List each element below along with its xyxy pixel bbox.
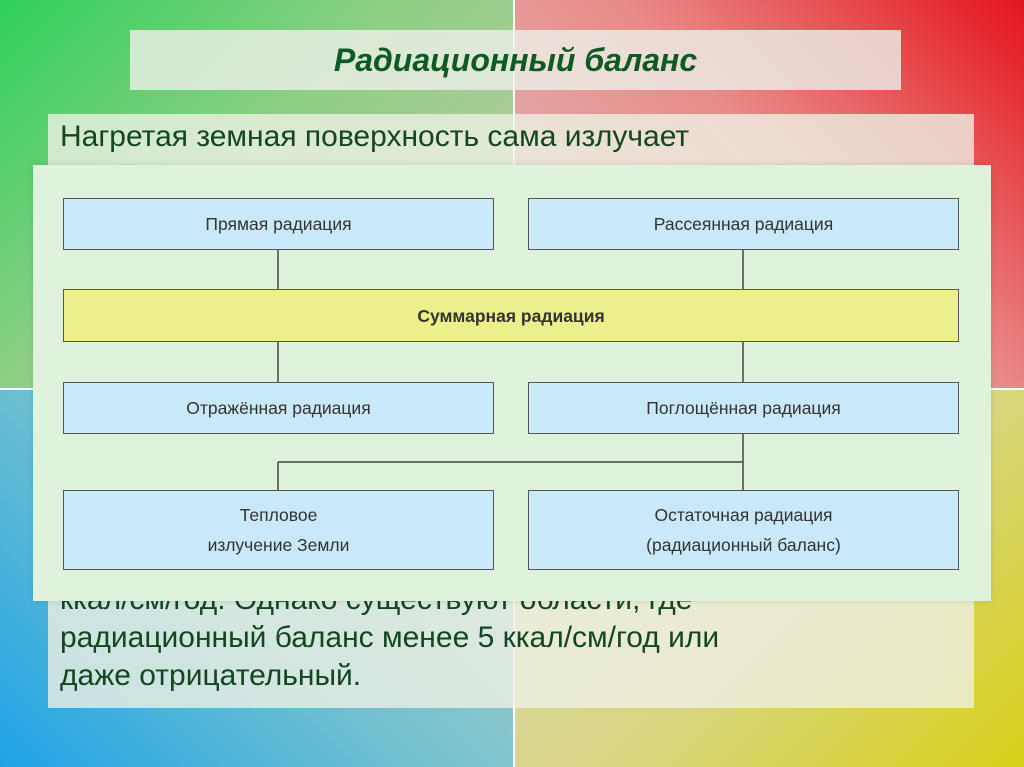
title-bar: Радиационный баланс [130, 30, 901, 90]
residual-radiation-box: Остаточная радиация (радиационный баланс… [528, 490, 959, 570]
residual-radiation-label-line-2: (радиационный баланс) [646, 535, 841, 555]
slide-title: Радиационный баланс [333, 42, 698, 78]
direct-radiation-label: Прямая радиация [205, 214, 352, 234]
absorbed-radiation-box: Поглощённая радиация [528, 382, 959, 434]
total-radiation-box: Суммарная радиация [63, 289, 959, 342]
total-radiation-label: Суммарная радиация [417, 305, 605, 326]
body-text-line-3: даже отрицательный. [60, 659, 362, 692]
connector-lines [277, 250, 744, 490]
thermal-emission-label-line-1: Тепловое [239, 505, 318, 525]
body-text-line-2: радиационный баланс менее 5 ккал/см/год … [60, 621, 720, 654]
direct-radiation-box: Прямая радиация [63, 198, 494, 250]
residual-radiation-label-line-1: Остаточная радиация [654, 505, 833, 525]
scattered-radiation-box: Рассеянная радиация [528, 198, 959, 250]
scattered-radiation-label: Рассеянная радиация [653, 214, 834, 234]
reflected-radiation-label: Отражённая радиация [186, 398, 371, 418]
thermal-emission-box: Тепловое излучение Земли [63, 490, 494, 570]
absorbed-radiation-label: Поглощённая радиация [646, 398, 841, 418]
reflected-radiation-box: Отражённая радиация [63, 382, 494, 434]
body-text-top: Нагретая земная поверхность сама излучае… [60, 120, 690, 153]
radiation-diagram: Прямая радиация Рассеянная радиация Сумм… [33, 165, 991, 601]
thermal-emission-label-line-2: излучение Земли [207, 535, 350, 555]
